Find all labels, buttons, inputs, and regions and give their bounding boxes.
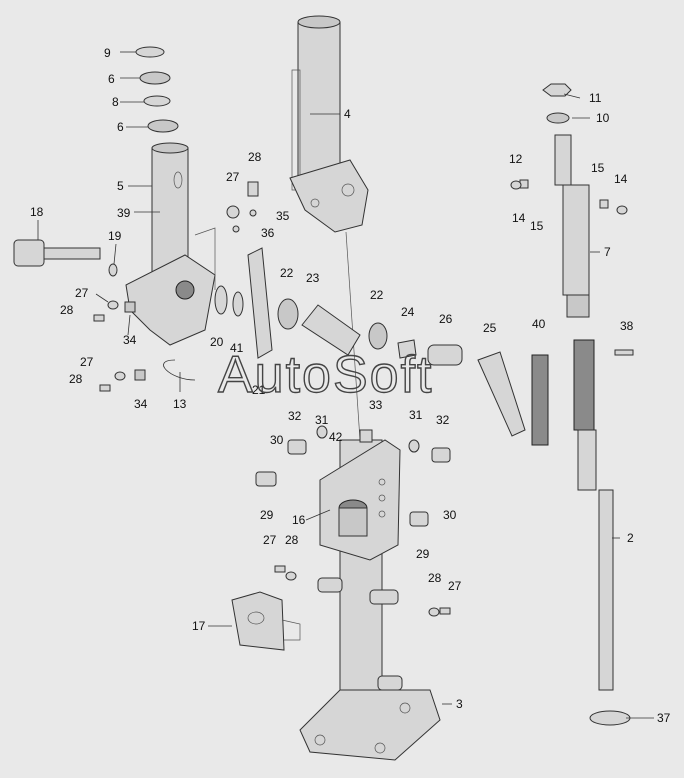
callout: 19 [108,229,122,243]
small-parts-left [93,263,244,392]
callout-labels: 9 6 8 6 5 39 18 19 27 28 34 27 28 34 13 … [30,46,671,725]
callout: 42 [329,430,343,444]
callout: 33 [369,398,383,412]
callout: 16 [292,513,306,527]
callout: 3 [456,697,463,711]
part-bracket-17 [231,591,301,651]
part-spring-40 [531,354,549,446]
callout: 13 [173,397,187,411]
callout: 38 [620,319,634,333]
callout: 30 [443,508,457,522]
callout: 27 [80,355,94,369]
callout: 6 [108,72,115,86]
callout: 28 [285,533,299,547]
callout: 10 [596,111,610,125]
callout: 17 [192,619,206,633]
callout: 28 [248,150,262,164]
callout: 14 [614,172,628,186]
callout: 5 [117,179,124,193]
callout: 31 [315,413,329,427]
callout: 15 [530,219,544,233]
callout: 27 [263,533,277,547]
callout: 22 [280,266,294,280]
callout: 26 [439,312,453,326]
callout: 12 [509,152,523,166]
callout: 15 [591,161,605,175]
callout: 24 [401,305,415,319]
callout: 7 [604,245,611,259]
part-column-4 [289,15,369,233]
part-shaft-2 [573,339,634,726]
callout: 27 [75,286,89,300]
callout: 27 [226,170,240,184]
callout: 28 [69,372,83,386]
callout: 2 [627,531,634,545]
callout: 14 [512,211,526,225]
callout: 23 [306,271,320,285]
rings-top-left [135,46,179,133]
callout: 34 [123,333,137,347]
callout: 32 [436,413,450,427]
callout: 36 [261,226,275,240]
callout: 29 [260,508,274,522]
fasteners-top [226,181,259,233]
part-tube-5 [125,142,216,346]
callout: 25 [483,321,497,335]
callout: 21 [252,383,266,397]
callout: 29 [416,547,430,561]
callout: 11 [589,91,602,105]
part-bracket-16 [319,439,401,561]
leader-lines [37,51,654,719]
callout: 37 [657,711,671,725]
callout: 8 [112,95,119,109]
callout: 34 [134,397,148,411]
callout: 32 [288,409,302,423]
callout: 28 [60,303,74,317]
callout: 30 [270,433,284,447]
part-shaft-7 [510,83,628,318]
callout: 4 [344,107,351,121]
callout: 27 [448,579,462,593]
fasteners-center [255,425,451,691]
callout: 41 [230,341,244,355]
callout: 9 [104,46,111,60]
callout: 40 [532,317,546,331]
callout: 28 [428,571,442,585]
part-lever-21-23 [247,247,526,437]
callout: 39 [117,206,131,220]
callout: 6 [117,120,124,134]
callout: 35 [276,209,290,223]
callout: 22 [370,288,384,302]
watermark: AutoSoft [218,346,433,404]
callout: 20 [210,335,224,349]
callout: 18 [30,205,44,219]
part-bolt-18 [13,239,101,267]
callout: 31 [409,408,423,422]
